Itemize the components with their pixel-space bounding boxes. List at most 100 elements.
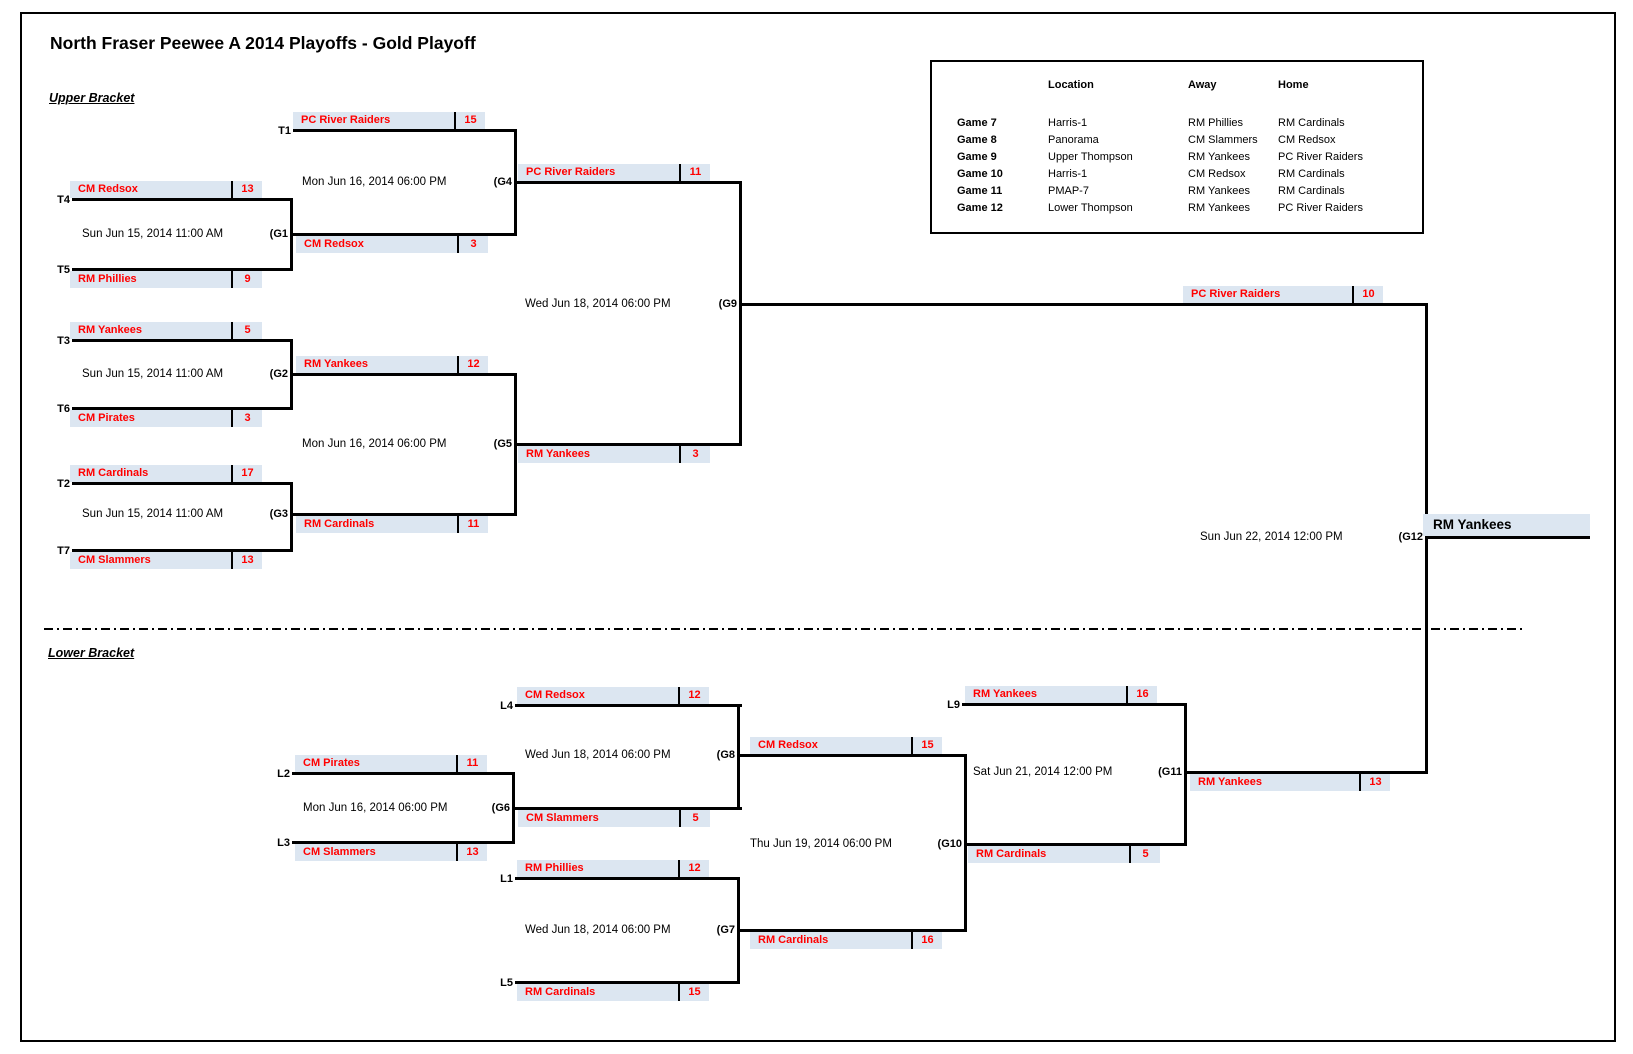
team-name: PC River Raiders bbox=[301, 114, 391, 126]
page-title: North Fraser Peewee A 2014 Playoffs - Go… bbox=[50, 33, 476, 53]
team-box-t7: CM Slammers 13 bbox=[70, 552, 262, 569]
bracket-line bbox=[515, 981, 740, 984]
game-label-g2: (G2 bbox=[269, 368, 288, 380]
team-box-g7-winner: RM Cardinals 16 bbox=[750, 932, 942, 949]
bracket-connector-g12 bbox=[1425, 303, 1428, 774]
team-score: 5 bbox=[679, 810, 710, 827]
bracket-line bbox=[293, 233, 517, 236]
bracket-line bbox=[293, 513, 517, 516]
game-label-g1: (G1 bbox=[269, 228, 288, 240]
bracket-connector-g9 bbox=[739, 181, 742, 446]
team-box-l3: CM Slammers 13 bbox=[295, 844, 487, 861]
schedule-table: Location Away Home Game 7 Harris-1 RM Ph… bbox=[930, 60, 1424, 234]
team-box-g6-winner: CM Slammers 5 bbox=[518, 810, 710, 827]
bracket-line bbox=[72, 407, 293, 410]
bracket-connector-g11 bbox=[1184, 703, 1187, 846]
team-box-t6: CM Pirates 3 bbox=[70, 410, 262, 427]
team-name: CM Redsox bbox=[525, 689, 585, 701]
team-score: 15 bbox=[678, 984, 709, 1001]
bracket-line bbox=[293, 129, 517, 132]
table-row: Game 7 Harris-1 RM Phillies RM Cardinals bbox=[932, 115, 1422, 131]
game-label-g5: (G5 bbox=[493, 438, 512, 450]
team-name: CM Slammers bbox=[78, 554, 151, 566]
team-box-g4-winner: PC River Raiders 11 bbox=[518, 164, 710, 181]
team-score: 11 bbox=[457, 516, 488, 533]
team-name: RM Yankees bbox=[526, 448, 591, 460]
cell-away: RM Yankees bbox=[1188, 202, 1250, 214]
game-label-g7: (G7 bbox=[716, 924, 735, 936]
bracket-connector-g6 bbox=[512, 772, 515, 844]
game-date-g10: Thu Jun 19, 2014 06:00 PM bbox=[750, 838, 892, 850]
cell-game: Game 12 bbox=[957, 202, 1003, 214]
team-name: RM Cardinals bbox=[304, 518, 375, 530]
cell-away: RM Yankees bbox=[1188, 185, 1250, 197]
bracket-line bbox=[965, 843, 1187, 846]
game-date-g6: Mon Jun 16, 2014 06:00 PM bbox=[303, 802, 448, 814]
game-date-g3: Sun Jun 15, 2014 11:00 AM bbox=[82, 508, 224, 520]
team-box-t2: RM Cardinals 17 bbox=[70, 465, 262, 482]
cell-location: Upper Thompson bbox=[1048, 151, 1133, 163]
game-date-g11: Sat Jun 21, 2014 12:00 PM bbox=[973, 766, 1113, 778]
cell-location: Panorama bbox=[1048, 134, 1099, 146]
upper-bracket-label: Upper Bracket bbox=[49, 91, 135, 105]
table-row: Game 8 Panorama CM Slammers CM Redsox bbox=[932, 132, 1422, 148]
team-box-g5-winner: RM Yankees 3 bbox=[518, 446, 710, 463]
cell-game: Game 7 bbox=[957, 117, 997, 129]
team-score: 3 bbox=[231, 410, 262, 427]
team-score: 13 bbox=[1359, 774, 1390, 791]
team-score: 15 bbox=[911, 737, 942, 754]
cell-away: RM Phillies bbox=[1188, 117, 1244, 129]
header-away: Away bbox=[1188, 79, 1217, 91]
game-label-g3: (G3 bbox=[269, 508, 288, 520]
bracket-connector-g8 bbox=[737, 704, 740, 810]
team-score: 13 bbox=[231, 552, 262, 569]
cell-away: CM Redsox bbox=[1188, 168, 1246, 180]
team-score: 12 bbox=[678, 860, 709, 877]
team-score: 11 bbox=[456, 755, 487, 772]
team-name: RM Yankees bbox=[78, 324, 143, 336]
cell-location: Lower Thompson bbox=[1048, 202, 1133, 214]
bracket-line bbox=[1185, 771, 1428, 774]
seed-label-t6: T6 bbox=[57, 403, 70, 415]
bracket-connector-g10 bbox=[964, 754, 967, 932]
game-label-g10: (G10 bbox=[937, 838, 962, 850]
bracket-connector-g7 bbox=[737, 877, 740, 984]
team-box-l9: RM Yankees 16 bbox=[965, 686, 1157, 703]
team-name: CM Redsox bbox=[78, 183, 138, 195]
page-border bbox=[20, 12, 1616, 1042]
bracket-connector-g5 bbox=[514, 373, 517, 516]
team-score: 3 bbox=[679, 446, 710, 463]
team-box-l2: CM Pirates 11 bbox=[295, 755, 487, 772]
bracket-line bbox=[72, 339, 293, 342]
seed-label-l2: L2 bbox=[277, 768, 290, 780]
team-box-g8-winner: CM Redsox 15 bbox=[750, 737, 942, 754]
team-name: RM Yankees bbox=[1198, 776, 1263, 788]
seed-label-t2: T2 bbox=[57, 478, 70, 490]
team-box-t4: CM Redsox 13 bbox=[70, 181, 262, 198]
cell-game: Game 8 bbox=[957, 134, 997, 146]
team-box-l5: RM Cardinals 15 bbox=[517, 984, 709, 1001]
bracket-line bbox=[72, 549, 293, 552]
seed-label-t5: T5 bbox=[57, 264, 70, 276]
team-box-t3: RM Yankees 5 bbox=[70, 322, 262, 339]
team-score: 16 bbox=[911, 932, 942, 949]
team-score: 12 bbox=[678, 687, 709, 704]
team-box-l1: RM Phillies 12 bbox=[517, 860, 709, 877]
team-box-g2-winner: RM Yankees 12 bbox=[296, 356, 488, 373]
team-score: 5 bbox=[1129, 846, 1160, 863]
bracket-line bbox=[292, 772, 515, 775]
seed-label-l9: L9 bbox=[947, 699, 960, 711]
bracket-line bbox=[515, 704, 742, 707]
game-date-g4: Mon Jun 16, 2014 06:00 PM bbox=[302, 176, 447, 188]
team-box-l4: CM Redsox 12 bbox=[517, 687, 709, 704]
cell-location: Harris-1 bbox=[1048, 168, 1088, 180]
game-label-g9: (G9 bbox=[718, 298, 737, 310]
cell-home: PC River Raiders bbox=[1278, 151, 1363, 163]
cell-home: RM Cardinals bbox=[1278, 117, 1345, 129]
bracket-line bbox=[742, 303, 1428, 306]
team-score: 17 bbox=[231, 465, 262, 482]
seed-label-t7: T7 bbox=[57, 545, 70, 557]
bracket-line bbox=[515, 877, 740, 880]
team-score: 3 bbox=[457, 236, 488, 253]
